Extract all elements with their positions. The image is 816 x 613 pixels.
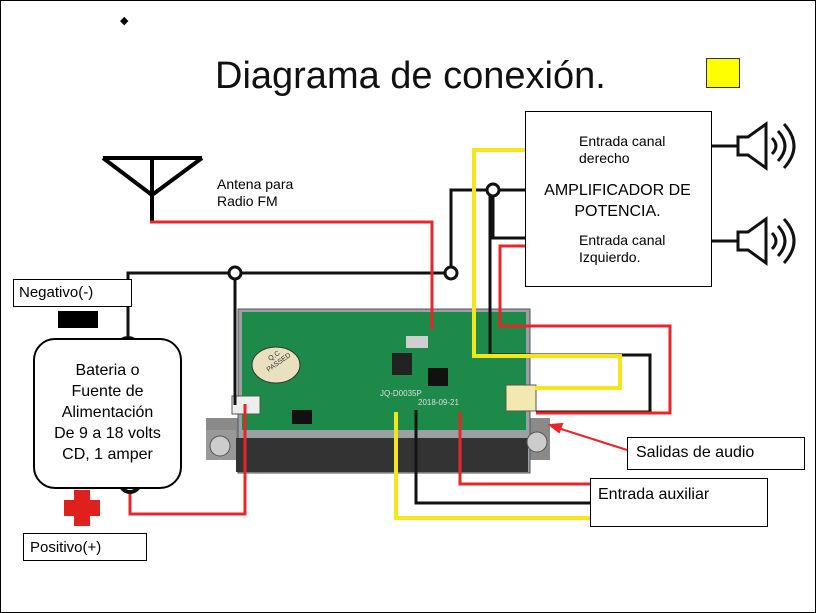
battery-label-line: Fuente de	[71, 383, 144, 400]
positive-label-box	[23, 533, 147, 561]
negative-label-box	[13, 279, 132, 307]
battery-label-line: Bateria o	[75, 362, 140, 379]
right-channel-label-line: derecho	[579, 150, 630, 166]
red-wires	[128, 220, 672, 516]
audio-output-arrow	[547, 422, 628, 451]
negative-label: Negativo(-)	[19, 284, 94, 301]
battery-label-line: De 9 a 18 volts	[54, 425, 161, 442]
speaker-icon	[736, 121, 796, 171]
wire-junctions	[227, 182, 501, 281]
plus-icon	[64, 490, 100, 526]
right-channel-label-line: Entrada canal	[579, 133, 666, 149]
mp3-board	[206, 308, 550, 474]
yellow-wires	[394, 148, 622, 520]
amplifier-title: AMPLIFICADOR DE POTENCIA.	[527, 180, 708, 222]
minus-icon	[58, 311, 98, 328]
board-date-text: 2018-09-21	[418, 398, 459, 407]
stray-mark: ◆	[120, 15, 129, 27]
amplifier-box	[525, 111, 712, 287]
left-channel-label-line: Izquierdo.	[579, 249, 641, 265]
aux-input-label: Entrada auxiliar	[598, 486, 710, 503]
page-title: Diagrama de conexión.	[215, 55, 606, 97]
amplifier-title-line: AMPLIFICADOR DE	[544, 182, 691, 199]
positive-label: Positivo(+)	[30, 539, 102, 556]
antenna-label: Antena para Radio FM	[217, 176, 293, 210]
speaker-wires	[710, 144, 738, 243]
battery-label: Bateria o Fuente de Alimentación De 9 a …	[35, 360, 180, 465]
battery-label-line: Alimentación	[61, 404, 154, 421]
audio-outputs-label: Salidas de audio	[636, 444, 755, 461]
right-channel-label: Entrada canal derecho	[579, 133, 665, 167]
audio-outputs-box	[627, 437, 805, 470]
board-model-text: JQ-D0035P	[380, 389, 422, 398]
battery-box	[33, 338, 182, 489]
antenna-label-line: Radio FM	[217, 193, 278, 209]
amplifier-title-line: POTENCIA.	[574, 203, 661, 220]
antenna-icon	[101, 156, 204, 222]
antenna-label-line: Antena para	[217, 176, 294, 192]
aux-input-box	[590, 478, 768, 527]
speaker-icon	[736, 216, 796, 266]
left-channel-label: Entrada canal Izquierdo.	[579, 232, 665, 266]
battery-label-line: CD, 1 amper	[62, 446, 153, 463]
left-channel-label-line: Entrada canal	[579, 232, 666, 248]
yellow-square	[706, 58, 740, 88]
black-wires	[126, 188, 652, 505]
